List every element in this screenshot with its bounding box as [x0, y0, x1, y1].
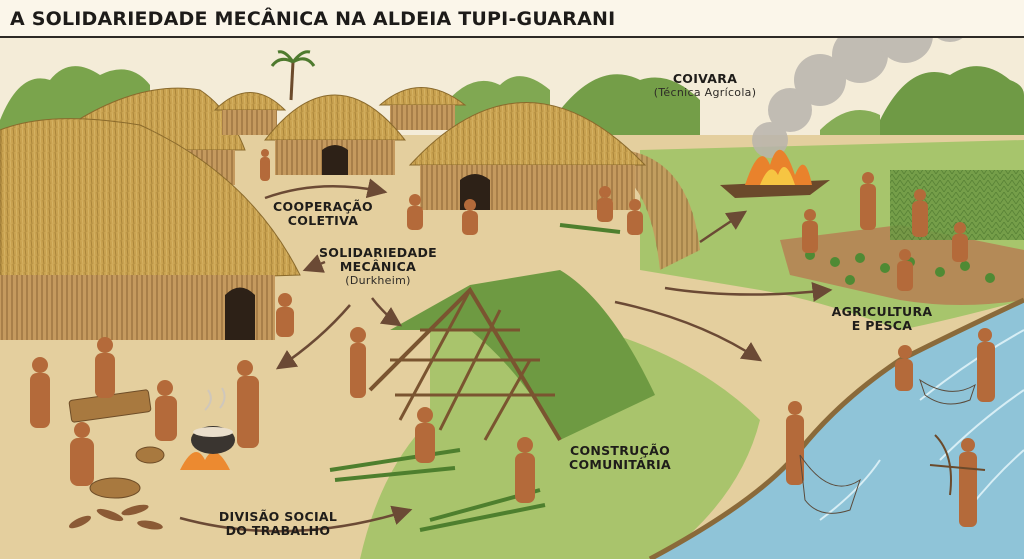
palm-leaves-icon	[329, 223, 621, 532]
label-cooperacao: COOPERAÇÃO COLETIVA	[268, 200, 378, 228]
bow-and-arrow-icon	[929, 434, 986, 496]
person-icon	[155, 380, 177, 441]
person-icon	[95, 337, 115, 398]
label-divisao-line2: DO TRABALHO	[225, 523, 331, 538]
person-icon	[802, 209, 818, 253]
label-construcao: CONSTRUÇÃO COMUNITÁRIA	[560, 444, 680, 472]
label-solidariedade-line1: SOLIDARIEDADE	[319, 245, 437, 260]
arrow-solidariedade-left	[302, 254, 326, 273]
river	[650, 300, 1024, 559]
construction-frame	[368, 270, 655, 442]
coivara-fire-icon	[720, 149, 830, 198]
person-icon	[407, 194, 423, 230]
arrow-cooperacao	[264, 178, 388, 200]
label-coivara-title: COIVARA	[672, 71, 738, 86]
label-solidariedade-line2: MECÂNICA	[339, 259, 417, 274]
label-solidariedade: SOLIDARIEDADE MECÂNICA (Durkheim)	[312, 246, 444, 288]
manioc-roots-icon	[68, 504, 163, 530]
person-icon	[786, 401, 804, 485]
riverbank	[648, 297, 1024, 559]
crops-icon	[805, 250, 995, 285]
hut-large-left	[0, 118, 301, 340]
person-icon	[415, 407, 435, 463]
cooking-fire-icon	[180, 387, 235, 470]
villagers	[30, 149, 995, 527]
person-icon	[515, 437, 535, 503]
person-icon	[860, 172, 876, 230]
person-icon	[237, 360, 259, 448]
person-icon	[260, 149, 270, 181]
label-solidariedade-sub: (Durkheim)	[345, 274, 411, 287]
hut-back-right	[378, 87, 467, 130]
label-agricultura-line1: AGRICULTURA	[831, 304, 933, 319]
arrow-to-river	[614, 300, 763, 362]
arrow-to-construction	[371, 297, 403, 327]
label-divisao: DIVISÃO SOCIAL DO TRABALHO	[218, 510, 338, 538]
person-icon	[627, 199, 643, 235]
person-icon	[952, 222, 968, 262]
person-icon	[897, 249, 913, 291]
person-icon	[462, 199, 478, 235]
title-bar: A SOLIDARIEDADE MECÂNICA NA ALDEIA TUPI-…	[0, 0, 1024, 38]
hut-back-center	[213, 92, 287, 135]
label-coivara-sub: (Técnica Agrícola)	[653, 86, 757, 99]
person-icon	[350, 327, 366, 398]
page-title: A SOLIDARIEDADE MECÂNICA NA ALDEIA TUPI-…	[10, 8, 616, 30]
label-divisao-line1: DIVISÃO SOCIAL	[218, 509, 338, 524]
arrow-to-women	[275, 304, 351, 370]
label-agricultura-line2: E PESCA	[851, 318, 913, 333]
person-icon	[912, 189, 928, 237]
person-icon	[276, 293, 294, 337]
label-cooperacao-line2: COLETIVA	[287, 213, 359, 228]
label-construcao-line2: COMUNITÁRIA	[569, 457, 671, 472]
arrow-to-coivara	[699, 210, 748, 244]
palm-tree-icon	[270, 50, 316, 101]
person-icon	[895, 345, 913, 391]
label-coivara: COIVARA (Técnica Agrícola)	[640, 72, 770, 100]
label-construcao-line1: CONSTRUÇÃO	[569, 443, 671, 458]
person-icon	[70, 422, 94, 486]
label-agricultura: AGRICULTURA E PESCA	[822, 305, 942, 333]
baskets-icon	[68, 389, 165, 499]
fishing-nets-icon	[799, 378, 976, 514]
hut-middle	[263, 94, 407, 175]
flow-arrows	[179, 178, 833, 533]
person-icon	[597, 186, 613, 222]
river-waves	[819, 329, 1024, 521]
arrow-divisao	[179, 505, 413, 533]
person-icon	[977, 328, 995, 402]
person-icon	[959, 438, 977, 527]
label-cooperacao-line1: COOPERAÇÃO	[273, 199, 373, 214]
person-icon	[30, 357, 50, 428]
arrow-to-fields	[664, 281, 833, 302]
